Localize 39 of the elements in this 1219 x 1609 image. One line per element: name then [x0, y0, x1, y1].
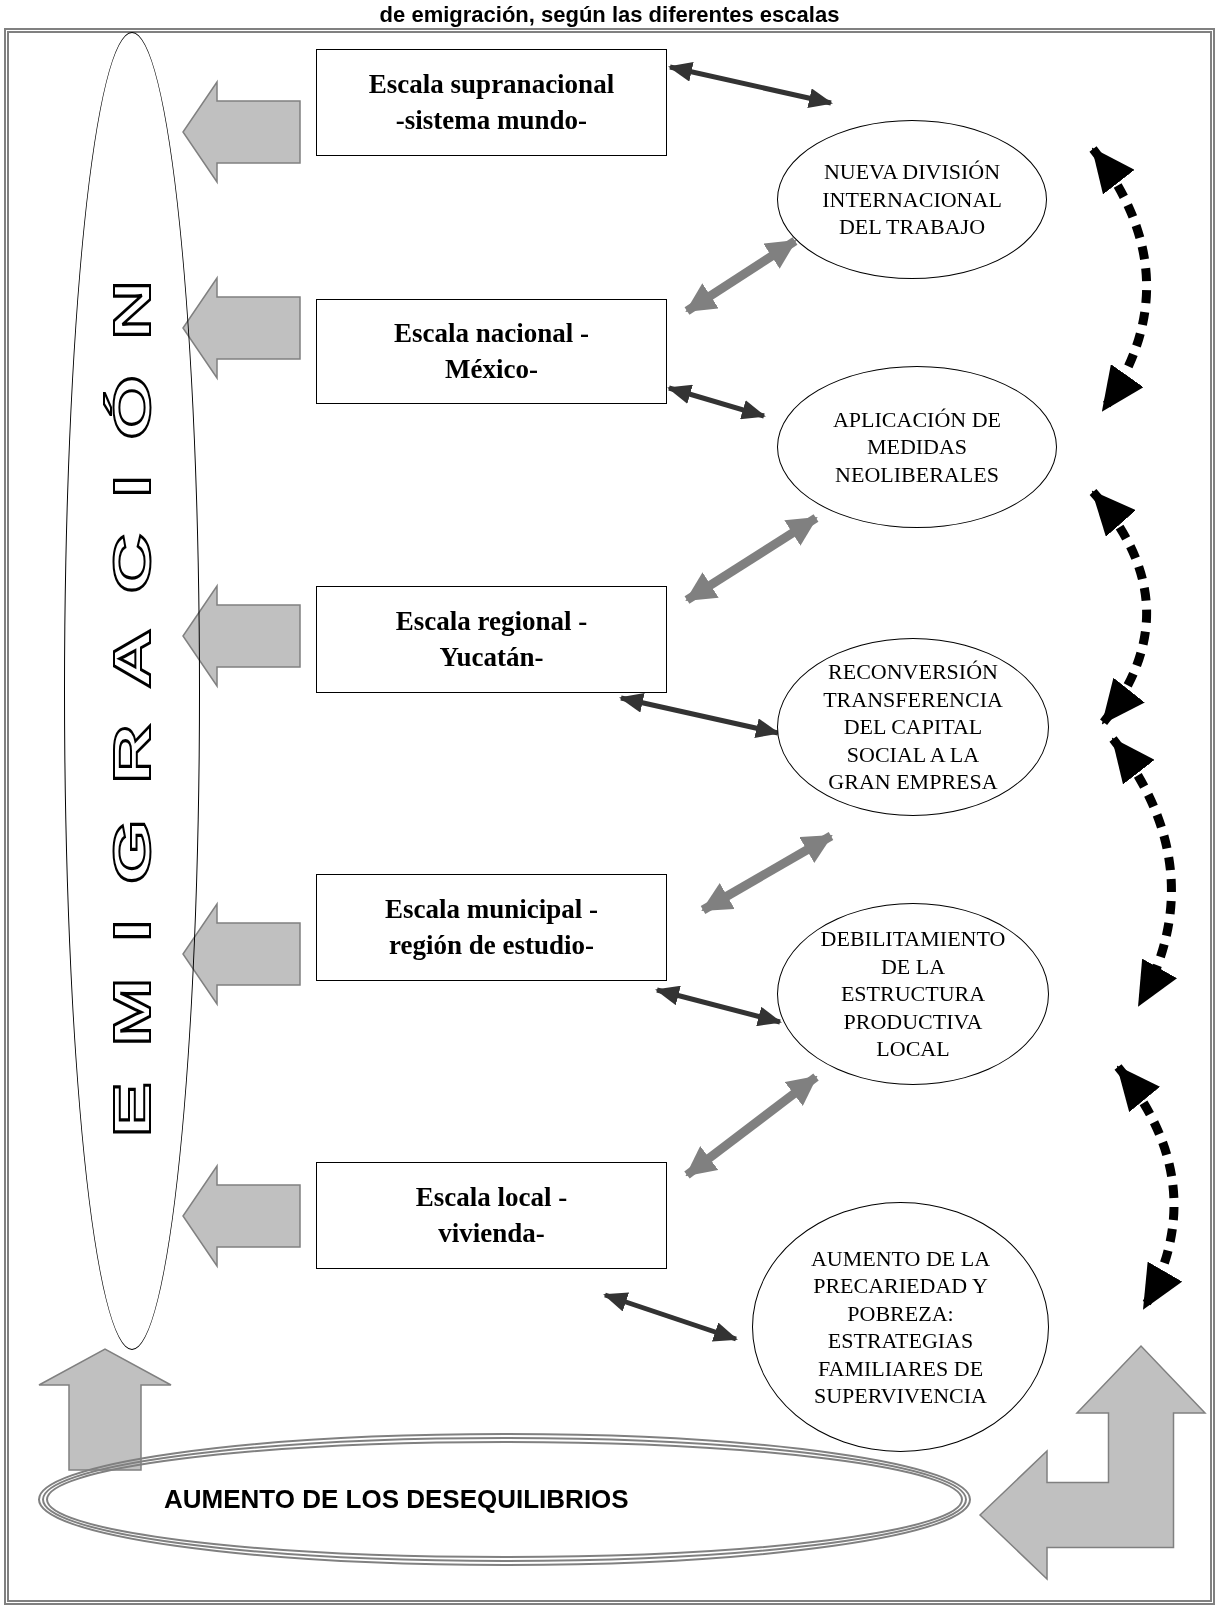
- scale-box: [316, 874, 667, 981]
- ellipse-label: NUEVA DIVISIÓN INTERNACIONAL DEL TRABAJO: [821, 158, 1003, 241]
- box-label: Escala municipal -región de estudio-: [384, 893, 599, 962]
- block-arrow: [182, 79, 301, 185]
- block-arrow: [182, 1163, 301, 1269]
- double-arrow: [700, 832, 834, 914]
- block-arrow: [182, 583, 301, 689]
- scale-box: [316, 49, 667, 156]
- dashed-arrow: [1089, 146, 1151, 413]
- ellipse-label: RECONVERSIÓN TRANSFERENCIA DEL CAPITAL SOCIAL A LA GRAN EMPRESA: [822, 658, 1004, 796]
- vertical-title: EMIGRACIÓN: [102, 244, 162, 1138]
- ellipse-label: DEBILITAMIENTO DE LA ESTRUCTURA PRODUCTIVA LOCAL: [819, 925, 1007, 1063]
- box-label: Escala local -vivienda-: [414, 1181, 569, 1250]
- block-arrow: [38, 1348, 172, 1471]
- dashed-arrow: [1089, 489, 1151, 726]
- scale-box: [316, 299, 667, 404]
- box-label: Escala supranacional -sistema mundo-: [367, 68, 616, 137]
- double-arrow: [655, 985, 782, 1027]
- scale-box: [316, 1162, 667, 1269]
- block-arrow: [978, 1344, 1207, 1581]
- ellipse-label: AUMENTO DE LA PRECARIEDAD Y POBREZA: ESTRATEGIAS FAMILIARES DE SUPERVIVENCIA: [809, 1244, 992, 1410]
- double-arrow: [603, 1292, 738, 1342]
- dashed-arrow: [1109, 736, 1176, 1008]
- block-arrow: [182, 275, 301, 381]
- triple-ellipse: [39, 1434, 970, 1565]
- double-arrow: [668, 62, 833, 108]
- double-arrow: [667, 384, 766, 420]
- diagram-title: de emigración, según las diferentes escalas: [378, 2, 841, 28]
- double-arrow: [684, 1073, 819, 1179]
- double-arrow: [684, 514, 819, 604]
- dashed-arrow: [1114, 1064, 1182, 1311]
- double-arrow: [684, 237, 798, 315]
- box-label: Escala nacional -México-: [393, 317, 590, 386]
- block-arrow: [182, 901, 301, 1007]
- ellipse-label: AUMENTO DE LOS DESEQUILIBRIOS: [164, 1484, 629, 1515]
- double-arrow: [619, 693, 780, 738]
- ellipse-label: APLICACIÓN DE MEDIDAS NEOLIBERALES: [831, 405, 1003, 489]
- scale-box: [316, 586, 667, 693]
- box-label: Escala regional -Yucatán-: [394, 605, 589, 674]
